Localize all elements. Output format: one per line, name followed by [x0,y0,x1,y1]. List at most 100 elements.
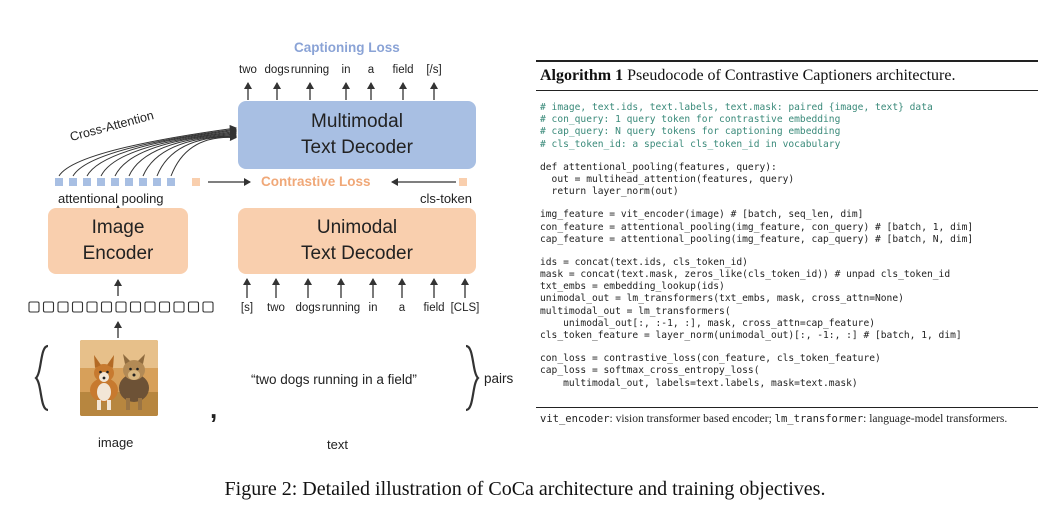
input-token: running [321,302,361,314]
captioning-loss-title: Captioning Loss [294,40,400,55]
image-patch-square [42,301,55,313]
image-patch-square [202,301,214,313]
input-token: field [423,302,445,314]
image-label: image [98,435,134,450]
code-line: unimodal_out[:, :-1, :], mask, cross_att… [540,317,876,329]
code-line: con_loss = contrastive_loss(con_feature,… [540,353,881,365]
output-token: running [290,64,330,76]
cross-attention-arrow [142,131,237,177]
pooling-token-square [111,178,119,186]
cross-attention-arrow [114,129,237,177]
input-token: in [368,302,378,314]
code-line: multimodal_out = lm_transformers( [540,305,731,317]
multimodal-text-decoder: Multimodal Text Decoder [238,101,476,169]
code-line: return layer_norm(out) [540,186,679,198]
input-token: two [267,302,285,314]
unimodal-decoder-label: Unimodal Text Decoder [301,217,413,264]
image-patch-square [28,301,40,313]
image-patch-square [86,301,98,313]
algorithm-bottom-rule [536,407,1038,408]
figure-caption: Figure 2: Detailed illustration of CoCa … [224,478,826,500]
algorithm-panel: Algorithm 1 Pseudocode of Contrastive Ca… [536,60,1038,432]
image-patch-square [115,301,127,313]
image-encoder-label: Image Encoder [82,217,154,264]
footnote-code-term: vit_encoder [540,413,610,425]
code-comment-line: # con_query: 1 query token for contrasti… [540,114,841,126]
input-token: a [398,302,406,314]
right-brace [465,344,480,412]
left-brace [34,344,49,412]
unimodal-text-decoder: Unimodal Text Decoder [238,208,476,274]
image-patch-square [100,301,113,313]
algorithm-top-rule [536,60,1038,62]
code-line: cap_loss = softmax_cross_entropy_loss( [540,365,760,377]
algorithm-title-rule [536,90,1038,91]
cls-token-square [459,178,467,186]
algorithm-number: Algorithm 1 [540,67,624,84]
code-line: out = multihead_attention(features, quer… [540,173,795,185]
pair-text: “two dogs running in a field” [251,372,417,387]
diagram-connectors [28,82,480,412]
pooling-token-square [83,178,91,186]
input-token-arrows [243,278,469,298]
cross-attention-arrow [100,128,237,177]
code-line: cap_feature = attentional_pooling(img_fe… [540,233,974,245]
text-label: text [327,437,348,452]
image-patch-square [71,301,84,313]
output-token: [/s] [426,64,442,76]
image-patch-square [187,301,200,313]
cross-attention-arrow [86,127,237,177]
attentional-pooling-label: attentional pooling [58,191,164,206]
algorithm-footnote: vit_encoder: vision transformer based en… [540,413,1007,425]
code-blank-line [540,151,973,162]
contrastive-image-token [192,178,200,186]
code-line: multimodal_out, labels=text.labels, mask… [540,377,858,389]
pooling-token-square [97,178,105,186]
code-line: ids = concat(text.ids, cls_token_id) [540,256,748,268]
code-comment-line: # cap_query: N query tokens for captioni… [540,126,841,138]
output-token: field [392,64,414,76]
cross-attention-arrow [72,125,237,177]
image-patch-square [173,301,185,313]
image-patch-tokens [28,301,214,313]
output-token-arrows [244,82,438,100]
multimodal-decoder-label: Multimodal Text Decoder [301,111,413,158]
code-line: txt_embs = embedding_lookup(ids) [540,281,725,293]
output-token: a [367,64,375,76]
cross-attention-arrow [170,133,237,177]
cls-token-label: cls-token [420,191,473,206]
pooling-token-square [167,178,175,186]
cross-attention-arrow [128,130,237,177]
output-token: two [239,64,257,76]
image-patch-square [144,301,156,313]
pooling-token-square [125,178,133,186]
code-line: img_feature = vit_encoder(image) # [batc… [540,209,864,221]
image-encoder: Image Encoder [48,208,188,274]
code-blank-line [540,198,973,209]
pooling-token-square [153,178,161,186]
code-line: unimodal_out = lm_transformers(txt_embs,… [540,293,904,305]
image-patch-square [57,301,69,313]
footnote-code-term: lm_transformer [774,413,864,425]
pooling-token-square [55,178,63,186]
code-comment-line: # cls_token_id: a special cls_token_id i… [540,138,841,150]
input-token: [CLS] [450,302,480,314]
code-blank-line [540,342,973,353]
code-comment-line: # image, text.ids, text.labels, text.mas… [540,102,933,113]
code-blank-line [540,246,973,257]
footnote-text: : vision transformer based encoder; [609,413,775,425]
input-token: dogs [295,302,321,314]
attentional-pooling-tokens [55,178,175,186]
cross-attention-arrow [156,132,237,177]
output-token: in [341,64,351,76]
image-patch-square [129,301,142,313]
pairs-label: pairs [484,371,514,386]
code-line: con_feature = attentional_pooling(img_fe… [540,221,974,233]
algorithm-title-text: Pseudocode of Contrastive Captioners arc… [627,67,956,84]
contrastive-loss-title: Contrastive Loss [261,174,371,189]
code-line: mask = concat(text.mask, zeros_like(cls_… [540,269,951,281]
code-line: cls_token_feature = layer_norm(unimodal_… [540,330,962,341]
pair-comma: , [210,394,218,424]
dogs-image [80,340,158,416]
